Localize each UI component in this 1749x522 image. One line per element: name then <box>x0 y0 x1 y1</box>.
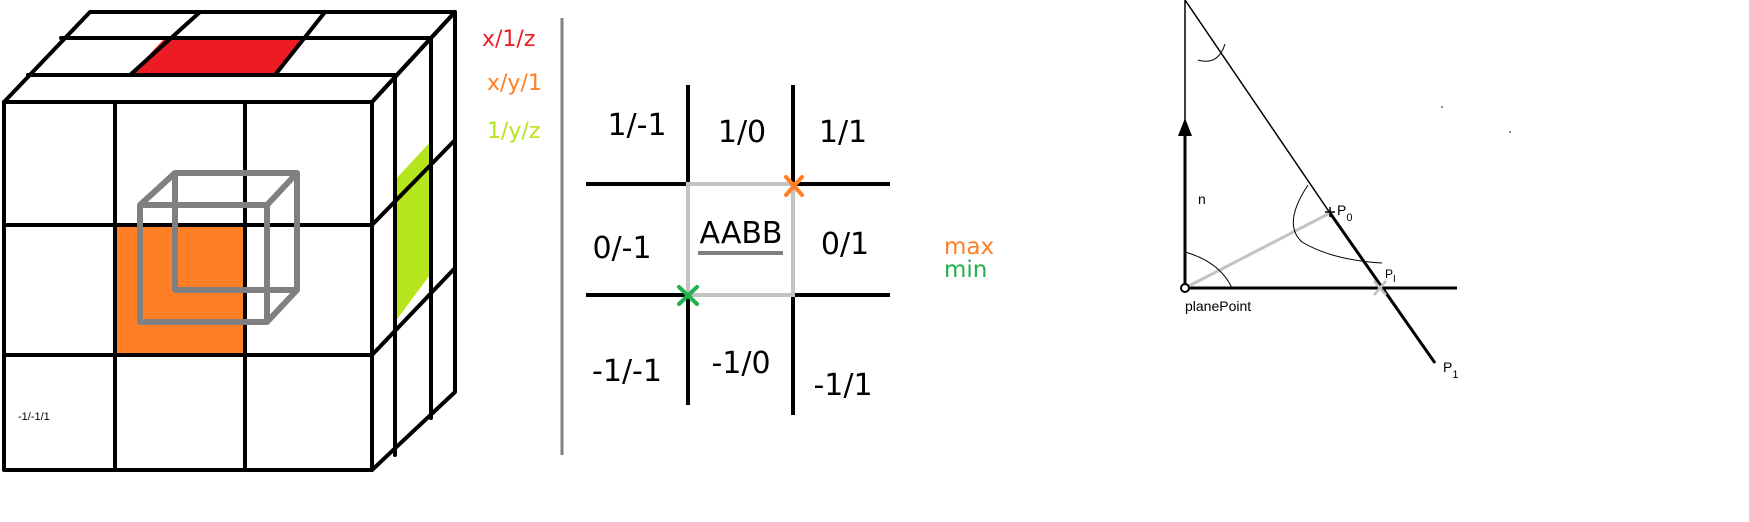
plane-diagram: n planePoint P0 PI P1 <box>1178 0 1511 381</box>
legend-orange-label: x/y/1 <box>487 71 542 96</box>
angle-arc-ray <box>1292 184 1383 264</box>
cube-side-green-cell <box>395 140 432 322</box>
plane-point-label: planePoint <box>1185 298 1251 314</box>
region-grid: 1/-1 1/0 1/1 0/-1 AABB 0/1 -1/-1 -1/0 -1… <box>586 85 994 415</box>
aabb-box-back <box>172 170 300 293</box>
stray-dot-1 <box>1441 106 1443 108</box>
grid-cell-center: AABB <box>699 216 782 251</box>
cube-top-red-cell <box>130 38 307 75</box>
normal-label: n <box>1198 191 1206 207</box>
aabb-box-front <box>137 202 270 325</box>
projection-line <box>1184 211 1331 290</box>
cube-top-line-3 <box>128 10 202 77</box>
grid-cell-top-center: 1/0 <box>718 115 766 150</box>
grid-cell-middle-right: 0/1 <box>821 227 869 262</box>
min-label: min <box>944 257 987 283</box>
p0-label: P0 <box>1337 202 1352 224</box>
normal-arrow-icon <box>1178 118 1192 136</box>
legend-red-label: x/1/z <box>482 27 535 52</box>
cube-front-coordinate-label: -1/-1/1 <box>18 411 50 423</box>
p1-label: P1 <box>1443 359 1458 381</box>
cube-top-line-4 <box>273 10 327 77</box>
grid-cell-middle-left: 0/-1 <box>592 231 651 266</box>
cube-side-line-3 <box>370 138 457 227</box>
cube-legend: x/1/z x/y/1 1/y/z <box>482 27 542 144</box>
grid-cell-top-left: 1/-1 <box>607 108 666 143</box>
ray-thin-line <box>1184 0 1331 214</box>
p1-subscript: 1 <box>1452 369 1458 381</box>
stray-dot-2 <box>1509 131 1511 133</box>
pi-label: PI <box>1385 267 1396 285</box>
p0-marker-icon <box>1325 207 1335 217</box>
grid-cell-top-right: 1/1 <box>819 115 867 150</box>
p0-subscript: 0 <box>1346 212 1352 224</box>
aabb-box-edge-1 <box>137 170 178 208</box>
ray-segment <box>1328 212 1437 364</box>
pi-subscript: I <box>1393 274 1396 285</box>
intersection-marker-icon <box>1373 280 1387 296</box>
aabb-rectangle <box>686 182 795 297</box>
max-marker-icon <box>784 175 804 197</box>
plane-point-dot <box>1180 283 1190 293</box>
angle-arc-normal <box>1184 251 1233 289</box>
cube-front-face <box>2 100 374 472</box>
grid-cell-bottom-right: -1/1 <box>813 368 872 403</box>
angle-arc-top <box>1197 43 1226 62</box>
cube-drawing: -1/-1/1 <box>2 10 457 472</box>
cube-side-line-4 <box>370 266 457 357</box>
aabb-box-edge-2 <box>264 170 300 208</box>
aabb-box-edge-3 <box>264 287 300 325</box>
min-marker-icon <box>677 285 699 306</box>
max-label: max <box>944 234 994 260</box>
grid-cell-bottom-center: -1/0 <box>711 346 770 381</box>
legend-green-label: 1/y/z <box>487 119 540 144</box>
grid-cell-bottom-left: -1/-1 <box>592 354 662 389</box>
